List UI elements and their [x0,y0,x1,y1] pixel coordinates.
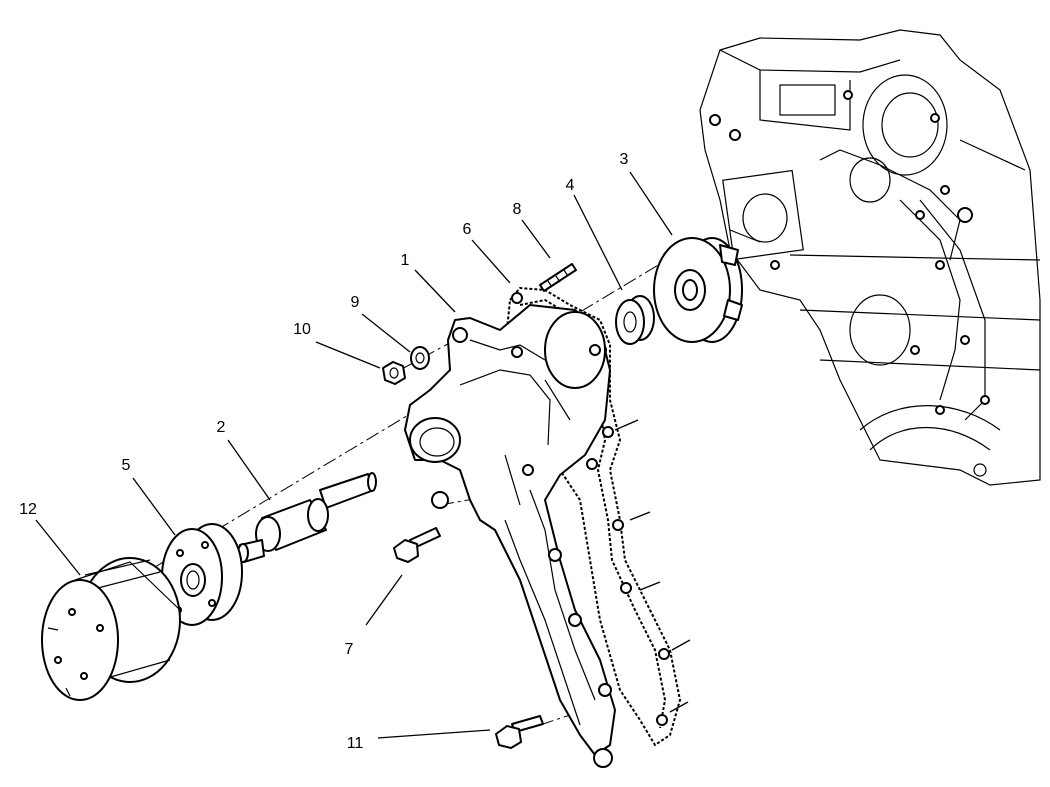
leader-6 [471,239,511,284]
part-4-seal [615,295,655,345]
callout-7: 7 [345,641,354,658]
callout-3: 3 [620,151,629,168]
leader-1 [414,269,456,313]
leader-lines [35,171,673,739]
part-11-bolt [495,715,544,749]
part-3-impeller [653,237,743,343]
part-1-pump-housing [404,304,616,768]
callout-4: 4 [566,177,575,194]
callout-10: 10 [293,321,311,338]
callout-6: 6 [463,221,472,238]
callout-2: 2 [217,419,226,436]
leader-7 [365,574,403,626]
part-7-bolt [393,527,441,563]
callout-12: 12 [19,501,37,518]
leader-9 [361,313,411,353]
callout-11: 11 [347,735,364,752]
callout-5: 5 [122,457,131,474]
part-9-washer [410,346,430,370]
callout-8: 8 [513,201,522,218]
leader-3 [629,171,673,236]
part-10-nut [382,361,406,385]
leader-12 [35,519,81,576]
leader-11 [377,729,491,739]
callout-1: 1 [401,252,410,269]
callout-9: 9 [351,294,360,311]
engine-block [699,29,1041,486]
leader-8 [521,219,551,259]
leader-10 [315,341,381,369]
part-8-stud [539,263,577,292]
leader-5 [132,477,176,536]
callouts: 1 2 3 4 5 6 7 8 9 10 11 12 [19,151,628,752]
part-12-pulley [41,557,181,701]
leader-4 [573,194,623,291]
leader-2 [227,439,271,501]
part-2-shaft-bearing [237,472,377,563]
